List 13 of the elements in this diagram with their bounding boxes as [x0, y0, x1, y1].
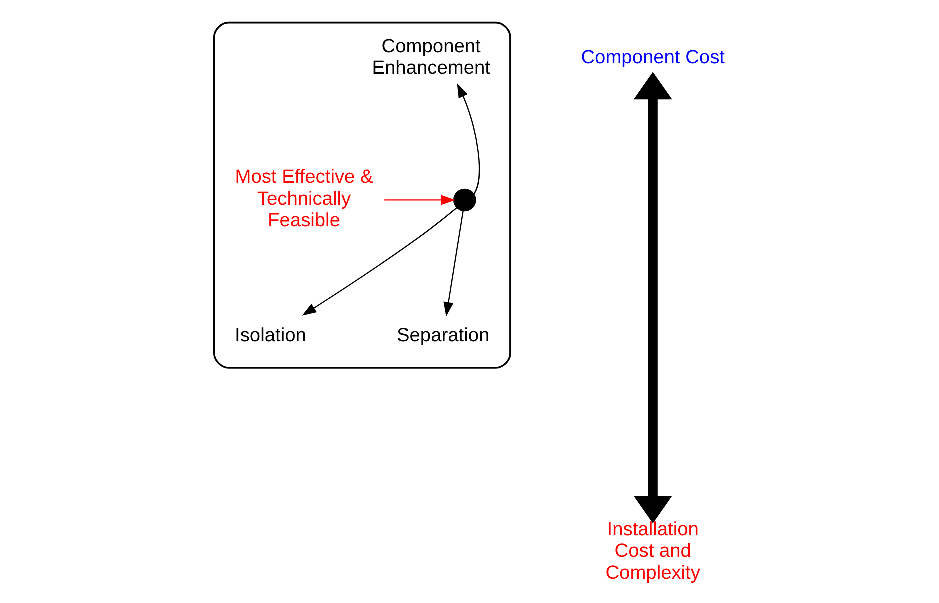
node-circle — [453, 188, 476, 212]
node-text: Component Cost — [580, 47, 724, 68]
node-text: Component Enhancement — [372, 36, 490, 80]
node-text: Separation — [396, 325, 490, 346]
cluster — [212, 22, 511, 369]
arrow — [384, 195, 456, 206]
node-text: Most Effective & Technically Feasible — [234, 167, 373, 232]
arrow — [633, 72, 672, 524]
arrow — [302, 208, 457, 316]
node-text: Installation Cost and Complexity — [605, 520, 700, 584]
arrow — [456, 84, 480, 194]
node-text: Isolation — [234, 325, 306, 346]
arrow — [443, 210, 464, 317]
